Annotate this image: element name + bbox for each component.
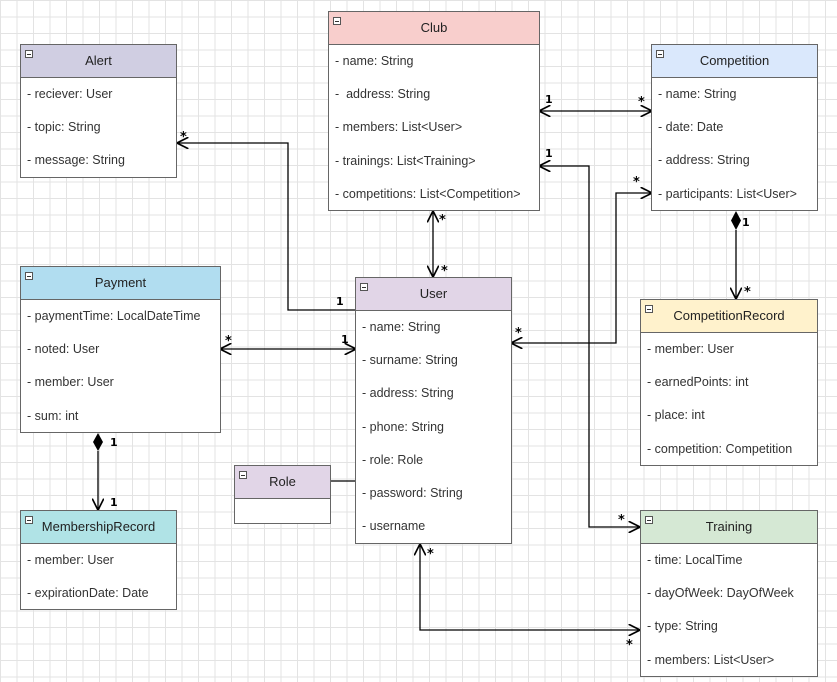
class-attribute[interactable]: - topic: String bbox=[27, 120, 101, 135]
user-training-association[interactable] bbox=[420, 545, 639, 630]
collapse-icon[interactable] bbox=[25, 272, 33, 280]
collapse-icon[interactable] bbox=[360, 283, 368, 291]
class-attribute[interactable]: - member: User bbox=[27, 375, 114, 390]
class-attribute[interactable]: - time: LocalTime bbox=[647, 553, 743, 567]
class-attribute[interactable]: - address: String bbox=[362, 386, 454, 401]
class-attribute[interactable]: - type: String bbox=[647, 619, 718, 634]
class-attribute[interactable]: - earnedPoints: int bbox=[647, 375, 749, 390]
class-attribute[interactable]: - dayOfWeek: DayOfWeek bbox=[647, 586, 794, 601]
class-competition[interactable]: Competition - name: String - date: Date … bbox=[651, 44, 818, 211]
class-attribute[interactable]: - noted: User bbox=[27, 342, 100, 357]
mult-payment-user-user: 1 bbox=[341, 333, 349, 346]
mult-payment-membership-record: 1 bbox=[110, 496, 118, 509]
class-attribute[interactable]: - members: List<User> bbox=[335, 120, 463, 135]
mult-payment-user-payment: * bbox=[225, 334, 232, 349]
collapse-icon[interactable] bbox=[656, 50, 664, 58]
class-attribute[interactable]: - message: String bbox=[27, 153, 125, 168]
class-attribute[interactable]: - sum: int bbox=[27, 408, 79, 423]
club-training-association[interactable] bbox=[540, 166, 639, 527]
class-competition-record[interactable]: CompetitionRecord - member: User - earne… bbox=[640, 299, 818, 466]
class-membership-record-title: MembershipRecord bbox=[41, 519, 156, 534]
class-alert[interactable]: Alert - reciever: User - topic: String -… bbox=[20, 44, 177, 178]
class-payment-header[interactable]: Payment bbox=[21, 267, 220, 300]
class-attribute[interactable]: - address: String bbox=[658, 153, 750, 168]
mult-user-competition-competition: * bbox=[633, 175, 640, 190]
class-payment-title: Payment bbox=[94, 275, 147, 290]
class-attribute[interactable]: - address: String bbox=[335, 87, 431, 102]
class-alert-header[interactable]: Alert bbox=[21, 45, 176, 78]
collapse-icon[interactable] bbox=[333, 17, 341, 25]
mult-club-user-club: * bbox=[439, 213, 446, 228]
mult-club-training-club: 1 bbox=[545, 147, 553, 160]
class-attribute[interactable]: - expirationDate: Date bbox=[27, 586, 149, 601]
class-role[interactable]: Role bbox=[234, 465, 331, 524]
class-competition-record-title: CompetitionRecord bbox=[673, 308, 785, 323]
class-attribute[interactable]: - name: String bbox=[362, 320, 441, 334]
class-attribute[interactable]: - role: Role bbox=[362, 452, 424, 467]
collapse-icon[interactable] bbox=[25, 516, 33, 524]
mult-club-competition-club: 1 bbox=[545, 93, 553, 106]
payment-composition-diamond bbox=[93, 433, 103, 451]
class-alert-title: Alert bbox=[85, 53, 112, 68]
collapse-icon[interactable] bbox=[239, 471, 247, 479]
user-competition-association[interactable] bbox=[512, 193, 651, 343]
mult-payment-membership-payment: 1 bbox=[110, 436, 118, 449]
class-attribute[interactable]: - username bbox=[362, 519, 426, 534]
class-attribute[interactable]: - phone: String bbox=[362, 419, 444, 434]
class-competition-header[interactable]: Competition bbox=[652, 45, 817, 78]
class-attribute[interactable]: - password: String bbox=[362, 485, 463, 500]
class-user[interactable]: User - name: String - surname: String - … bbox=[355, 277, 512, 544]
class-attribute[interactable]: - place: int bbox=[647, 408, 705, 423]
class-attribute[interactable]: - paymentTime: LocalDateTime bbox=[27, 309, 201, 323]
mult-club-competition-competition: * bbox=[638, 95, 645, 110]
class-payment[interactable]: Payment - paymentTime: LocalDateTime - n… bbox=[20, 266, 221, 433]
class-attribute[interactable]: - member: User bbox=[647, 342, 734, 356]
mult-user-competition-user: * bbox=[515, 326, 522, 341]
class-attribute[interactable]: - member: User bbox=[27, 553, 114, 567]
class-club-header[interactable]: Club bbox=[329, 12, 539, 45]
class-role-header[interactable]: Role bbox=[235, 466, 330, 499]
class-attribute[interactable]: - trainings: List<Training> bbox=[335, 153, 476, 168]
mult-alert-user-user: 1 bbox=[336, 295, 344, 308]
mult-club-user-user: * bbox=[441, 264, 448, 279]
class-attribute[interactable]: - members: List<User> bbox=[647, 652, 775, 667]
mult-competition-record-record: * bbox=[744, 285, 751, 300]
class-attribute[interactable]: - reciever: User bbox=[27, 87, 113, 101]
mult-user-training-training: * bbox=[626, 638, 633, 653]
class-membership-record-header[interactable]: MembershipRecord bbox=[21, 511, 176, 544]
class-user-title: User bbox=[419, 286, 448, 301]
class-attribute[interactable]: - participants: List<User> bbox=[658, 186, 797, 201]
class-attribute[interactable]: - name: String bbox=[658, 87, 737, 101]
class-club[interactable]: Club - name: String - address: String - … bbox=[328, 11, 540, 211]
class-user-header[interactable]: User bbox=[356, 278, 511, 311]
class-role-title: Role bbox=[269, 474, 296, 489]
mult-competition-record-competition: 1 bbox=[742, 216, 750, 229]
class-attribute[interactable]: - surname: String bbox=[362, 353, 458, 368]
mult-alert-user-alert: * bbox=[180, 130, 187, 145]
class-training[interactable]: Training - time: LocalTime - dayOfWeek: … bbox=[640, 510, 818, 677]
class-membership-record[interactable]: MembershipRecord - member: User - expira… bbox=[20, 510, 177, 610]
class-competition-title: Competition bbox=[699, 53, 770, 68]
collapse-icon[interactable] bbox=[25, 50, 33, 58]
class-attribute[interactable]: - name: String bbox=[335, 54, 414, 68]
class-competition-record-header[interactable]: CompetitionRecord bbox=[641, 300, 817, 333]
mult-club-training-training: * bbox=[618, 513, 625, 528]
class-club-title: Club bbox=[420, 20, 448, 35]
collapse-icon[interactable] bbox=[645, 516, 653, 524]
class-attribute[interactable]: - date: Date bbox=[658, 120, 724, 135]
competition-composition-diamond bbox=[731, 211, 741, 230]
alert-user-association[interactable] bbox=[178, 143, 355, 311]
class-training-title: Training bbox=[705, 519, 753, 534]
class-attribute[interactable]: - competition: Competition bbox=[647, 441, 793, 456]
class-training-header[interactable]: Training bbox=[641, 511, 817, 544]
mult-user-training-user: * bbox=[427, 547, 434, 562]
class-attribute[interactable]: - competitions: List<Competition> bbox=[335, 186, 521, 201]
collapse-icon[interactable] bbox=[645, 305, 653, 313]
